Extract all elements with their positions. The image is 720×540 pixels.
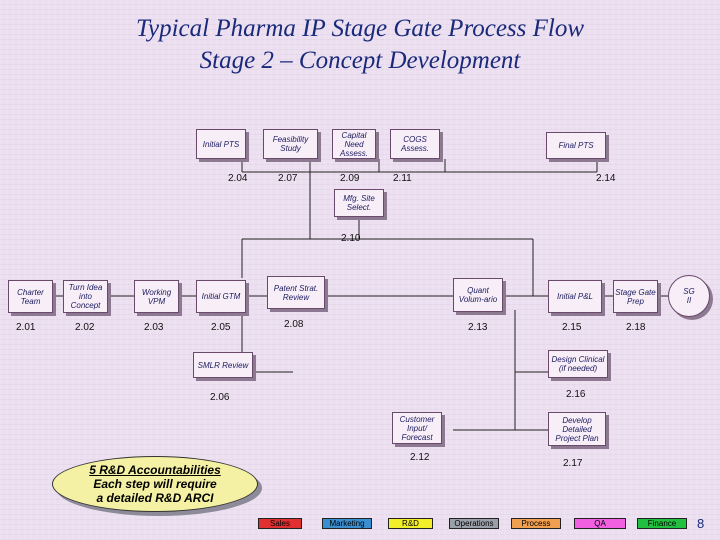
step-charter-team-label: Charter Team [17, 287, 44, 306]
step-turn-idea[interactable]: Turn Idea into Concept [63, 280, 108, 313]
step-final-pts-label: Final PTS [558, 141, 594, 150]
step-patent-strat-review-number: 2.08 [284, 319, 304, 330]
step-patent-strat-review[interactable]: Patent Strat. Review [267, 276, 325, 309]
step-initial-gtm[interactable]: Initial GTM [196, 280, 246, 313]
step-mfg-site-select[interactable]: Mfg. Site Select. [334, 189, 384, 217]
callout-line-3: a detailed R&D ARCI [96, 491, 214, 505]
step-initial-gtm-number: 2.05 [211, 322, 231, 333]
accountabilities-callout: 5 R&D Accountabilities Each step will re… [52, 456, 258, 512]
step-turn-idea-number: 2.02 [75, 322, 95, 333]
step-customer-input-label: Customer Input/ Forecast [399, 414, 435, 442]
step-final-pts-number: 2.14 [596, 173, 616, 184]
step-customer-input-number: 2.12 [410, 452, 430, 463]
step-working-vpm[interactable]: Working VPM [134, 280, 179, 313]
step-cogs-assess-label: COGS Assess. [400, 135, 429, 153]
step-quant-volume[interactable]: Quant Volum-ario [453, 278, 503, 312]
step-stage-gate-prep-label: Stage Gate Prep [615, 287, 656, 306]
step-working-vpm-number: 2.03 [144, 322, 164, 333]
step-stage-gate-prep-number: 2.18 [626, 322, 646, 333]
page-title-line-2: Stage 2 – Concept Development [199, 47, 521, 74]
legend-marketing: Marketing [322, 518, 372, 529]
legend-qa: QA [574, 518, 626, 529]
step-initial-pts[interactable]: Initial PTS [196, 129, 246, 159]
step-initial-pts-label: Initial PTS [202, 139, 240, 149]
step-working-vpm-label: Working VPM [141, 287, 172, 306]
step-capital-need-number: 2.09 [340, 173, 360, 184]
step-cogs-assess[interactable]: COGS Assess. [390, 129, 440, 159]
step-feasibility-study[interactable]: Feasibility Study [263, 129, 318, 159]
legend-finance: Finance [637, 518, 687, 529]
step-design-clinical-number: 2.16 [566, 389, 586, 400]
step-quant-volume-number: 2.13 [468, 322, 488, 333]
callout-line-2: Each step will require [93, 477, 217, 491]
step-turn-idea-label: Turn Idea into Concept [68, 283, 103, 310]
callout-line-1: 5 R&D Accountabilities [89, 463, 221, 477]
step-capital-need[interactable]: Capital Need Assess. [332, 129, 376, 159]
step-charter-team-number: 2.01 [16, 322, 36, 333]
legend-operations: Operations [449, 518, 499, 529]
stage-gate-ii-milestone[interactable]: SG II [668, 275, 710, 317]
step-develop-project-plan-number: 2.17 [563, 458, 583, 469]
step-charter-team[interactable]: Charter Team [8, 280, 53, 313]
step-quant-volume-label: Quant Volum-ario [458, 286, 498, 304]
step-initial-pl-label: Initial P&L [556, 292, 594, 301]
step-cogs-assess-number: 2.11 [393, 173, 412, 184]
page-title-line-1: Typical Pharma IP Stage Gate Process Flo… [135, 15, 585, 42]
step-initial-pl[interactable]: Initial P&L [548, 280, 602, 313]
page-number: 8 [697, 516, 705, 531]
step-initial-pts-number: 2.04 [228, 173, 248, 184]
step-stage-gate-prep[interactable]: Stage Gate Prep [613, 280, 658, 313]
step-smlr-review-label: SMLR Review [197, 360, 249, 370]
step-initial-pl-number: 2.15 [562, 322, 582, 333]
step-capital-need-label: Capital Need Assess. [339, 130, 368, 158]
step-feasibility-study-label: Feasibility Study [272, 135, 309, 153]
step-develop-project-plan-label: Develop Detailed Project Plan [555, 415, 599, 443]
step-smlr-review[interactable]: SMLR Review [193, 352, 253, 378]
legend-process: Process [511, 518, 561, 529]
step-feasibility-study-number: 2.07 [278, 173, 298, 184]
step-patent-strat-review-label: Patent Strat. Review [273, 283, 319, 302]
step-design-clinical[interactable]: Design Clinical (if needed) [548, 350, 608, 378]
step-develop-project-plan[interactable]: Develop Detailed Project Plan [548, 412, 606, 446]
step-initial-gtm-label: Initial GTM [201, 292, 241, 301]
step-mfg-site-select-number: 2.10 [341, 233, 361, 244]
legend-rnd: R&D [388, 518, 433, 529]
step-final-pts[interactable]: Final PTS [546, 132, 606, 159]
step-smlr-review-number: 2.06 [210, 392, 230, 403]
step-customer-input[interactable]: Customer Input/ Forecast [392, 412, 442, 444]
step-mfg-site-select-label: Mfg. Site Select. [343, 194, 375, 212]
step-design-clinical-label: Design Clinical (if needed) [551, 355, 605, 373]
legend-sales: Sales [258, 518, 302, 529]
stage-gate-ii-label: SG II [683, 287, 695, 305]
